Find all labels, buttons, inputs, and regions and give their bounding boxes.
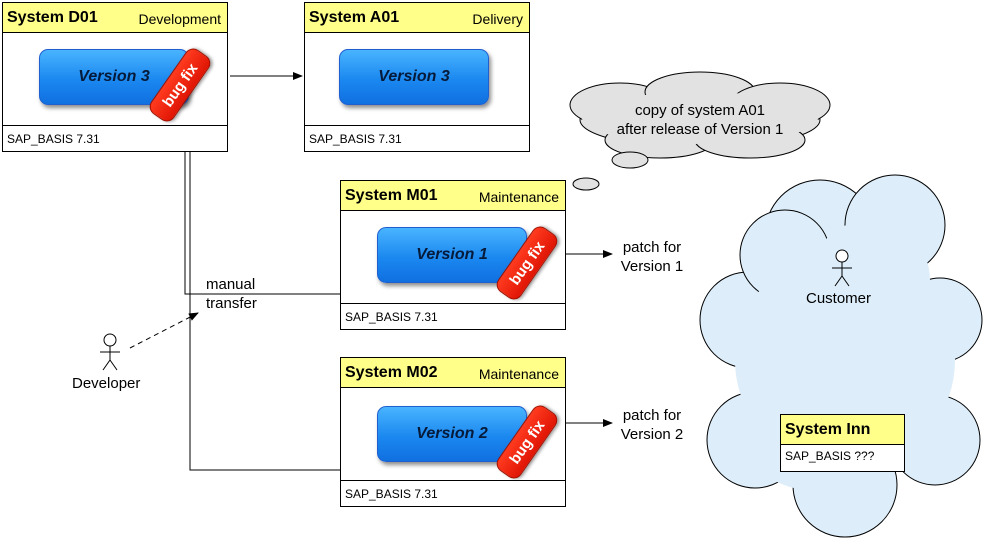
system-inn-box: System Inn SAP_BASIS ??? [780, 414, 905, 472]
patch-v1-line-1: patch for [622, 239, 682, 256]
arrow-developer-dashed [129, 312, 199, 349]
system-a01-role: Delivery [472, 11, 523, 27]
patch-v1-line-2: Version 1 [620, 258, 684, 275]
manual-transfer-line-1: manual [206, 276, 256, 293]
system-inn-name: System Inn [785, 421, 871, 438]
system-m02-name: System M02 [345, 364, 438, 381]
manual-transfer-label: manual transfer [206, 275, 257, 313]
patch-v2-label: patch for Version 2 [612, 406, 692, 444]
developer-label: Developer [72, 375, 141, 392]
developer-actor-icon [100, 333, 120, 371]
thought-bubble [569, 71, 831, 191]
system-m02-header: System M02 Maintenance [341, 358, 565, 388]
system-m01-basis: SAP_BASIS 7.31 [345, 310, 438, 324]
thought-line-1: copy of system A01 [634, 102, 766, 119]
system-m01-version-box: Version 1 [377, 227, 527, 283]
customer-label: Customer [806, 290, 872, 307]
system-m02-box: System M02 Maintenance Version 2 SAP_BAS… [340, 357, 566, 507]
system-m01-name: System M01 [345, 187, 438, 204]
thought-line-2: after release of Version 1 [616, 121, 784, 138]
system-m02-role: Maintenance [478, 366, 559, 382]
patch-v2-line-2: Version 2 [620, 426, 684, 443]
system-a01-version-box: Version 3 [339, 49, 489, 105]
system-d01-header: System D01 Development [3, 3, 227, 33]
thought-bubble-text: copy of system A01 after release of Vers… [595, 101, 805, 139]
system-d01-role: Development [138, 11, 222, 27]
system-m02-basis: SAP_BASIS 7.31 [345, 487, 438, 501]
system-a01-basis: SAP_BASIS 7.31 [309, 132, 402, 146]
system-d01-box: System D01 Development Version 3 SAP_BAS… [2, 2, 228, 152]
system-inn-basis: SAP_BASIS ??? [785, 449, 875, 463]
system-a01-box: System A01 Delivery Version 3 SAP_BASIS … [304, 2, 530, 152]
system-m01-header: System M01 Maintenance [341, 181, 565, 211]
manual-transfer-line-2: transfer [206, 295, 257, 312]
patch-v2-line-1: patch for [622, 407, 682, 424]
system-a01-name: System A01 [309, 9, 400, 26]
system-a01-header: System A01 Delivery [305, 3, 529, 33]
customer-actor-icon [832, 249, 852, 287]
system-a01-footer: SAP_BASIS 7.31 [305, 125, 529, 151]
system-m02-footer: SAP_BASIS 7.31 [341, 480, 565, 506]
system-d01-name: System D01 [7, 9, 98, 26]
system-inn-header: System Inn [781, 415, 904, 445]
system-m01-footer: SAP_BASIS 7.31 [341, 303, 565, 329]
system-m01-role: Maintenance [478, 189, 559, 205]
patch-v1-label: patch for Version 1 [612, 238, 692, 276]
system-d01-basis: SAP_BASIS 7.31 [7, 132, 100, 146]
system-inn-footer: SAP_BASIS ??? [781, 443, 904, 471]
system-d01-footer: SAP_BASIS 7.31 [3, 125, 227, 151]
customer-cloud-shape [699, 174, 983, 538]
